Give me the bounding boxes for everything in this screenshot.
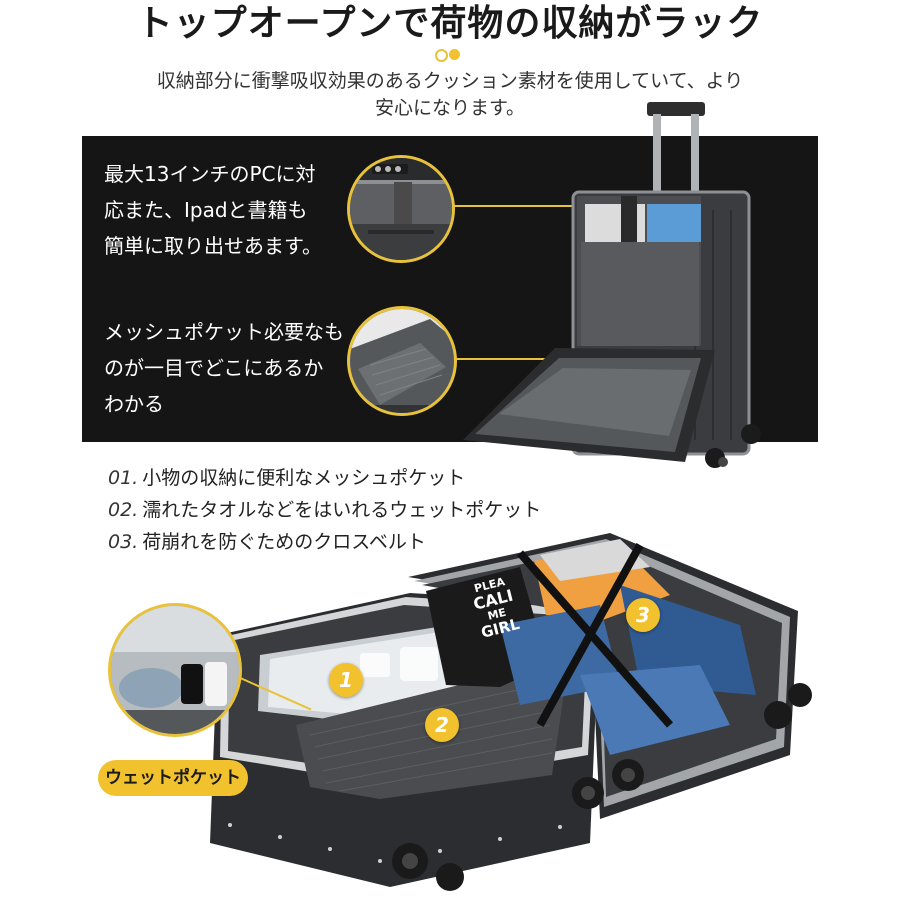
wet-pocket-badge: ウェットポケット — [98, 760, 248, 796]
callout-leader-line — [454, 358, 594, 360]
callout-wet-pocket-detail — [108, 603, 242, 737]
subtitle-line-2: 安心になります。 — [374, 97, 526, 119]
ring-dot-icon — [435, 49, 448, 62]
feature-line: 最大13インチのPCに対 — [104, 162, 316, 186]
callout-leader-line — [452, 205, 582, 207]
list-number: 01. — [108, 467, 139, 489]
callout-lock-detail — [347, 155, 455, 263]
list-item: 02.濡れたタオルなどをはいれるウェットポケット — [108, 494, 668, 526]
number-badge-2: 2 — [425, 708, 459, 742]
feature-mesh-text: メッシュポケット必要なも のが一目でどこにあるか わかる — [104, 314, 344, 422]
feature-line: メッシュポケット必要なも — [104, 320, 344, 344]
list-number: 02. — [108, 499, 139, 521]
feature-pc-text: 最大13インチのPCに対 応また、Ipadと書籍も 簡単に取り出せあます。 — [104, 156, 344, 264]
filled-dot-icon — [449, 49, 460, 60]
wet-pocket-detail-image — [111, 606, 239, 734]
suitcase-front-open-image — [463, 102, 761, 468]
feature-line: 応また、Ipadと書籍も — [104, 198, 308, 222]
feature-line: 簡単に取り出せあます。 — [104, 234, 322, 258]
callout-mesh-detail — [347, 306, 457, 416]
number-badge-3: 3 — [626, 598, 660, 632]
feature-line: わかる — [104, 392, 164, 416]
list-text: 濡れたタオルなどをはいれるウェットポケット — [142, 499, 542, 521]
subtitle: 収納部分に衝撃吸収効果のあるクッション素材を使用していて、より 安心になります。 — [0, 68, 900, 122]
lock-detail-image — [350, 158, 452, 260]
list-item: 03.荷崩れを防ぐためのクロスベルト — [108, 526, 668, 558]
page-title: トップオープンで荷物の収納がラック — [136, 3, 764, 44]
feature-list: 01.小物の収納に便利なメッシュポケット 02.濡れたタオルなどをはいれるウェッ… — [108, 462, 668, 558]
number-badge-1: 1 — [329, 663, 363, 697]
decorative-dots-icon — [433, 48, 467, 62]
list-text: 小物の収納に便利なメッシュポケット — [142, 467, 466, 489]
list-text: 荷崩れを防ぐためのクロスベルト — [142, 531, 426, 553]
feature-line: のが一目でどこにあるか — [104, 356, 324, 380]
list-item: 01.小物の収納に便利なメッシュポケット — [108, 462, 668, 494]
subtitle-line-1: 収納部分に衝撃吸収効果のあるクッション素材を使用していて、より — [156, 70, 744, 92]
list-number: 03. — [108, 531, 139, 553]
mesh-detail-image — [350, 309, 454, 413]
